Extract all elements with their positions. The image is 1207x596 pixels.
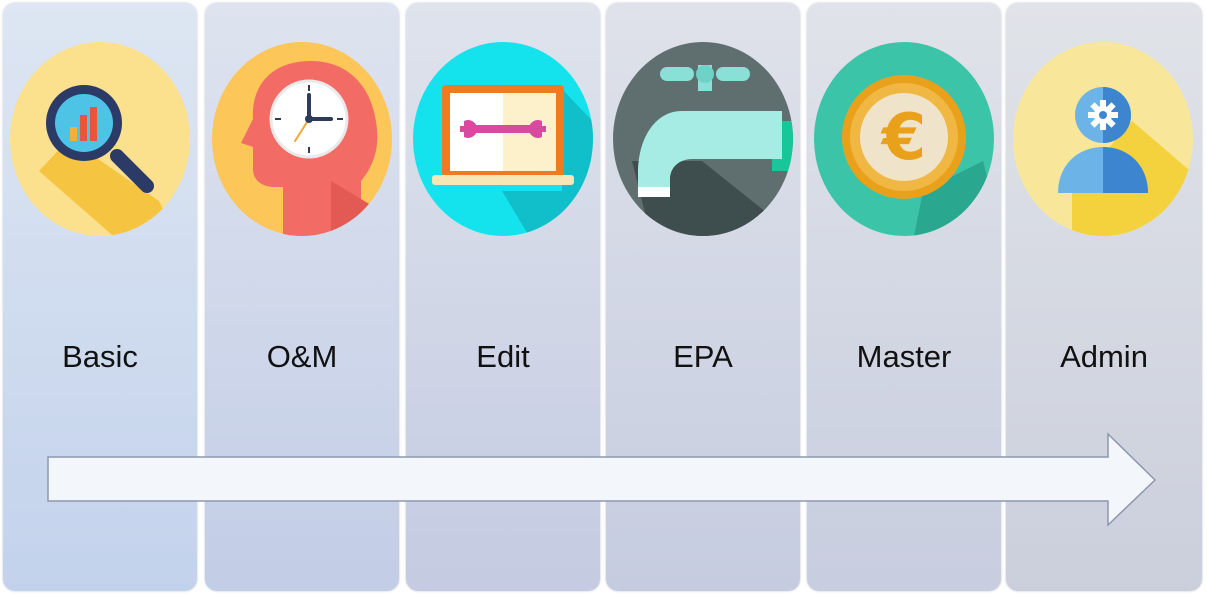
- step-panel-master[interactable]: € Master: [807, 3, 1001, 591]
- user-gear-icon: [1012, 41, 1194, 237]
- head-clock-icon: [211, 41, 393, 237]
- step-panel-epa[interactable]: EPA: [606, 3, 800, 591]
- laptop-wrench-icon: [412, 41, 594, 237]
- euro-coin-icon: €: [813, 41, 995, 237]
- svg-text:€: €: [880, 101, 927, 175]
- step-label: O&M: [266, 339, 338, 374]
- step-label: Basic: [62, 339, 138, 374]
- step-label: Edit: [476, 339, 530, 374]
- step-panel-edit[interactable]: Edit: [406, 3, 600, 591]
- step-label: Master: [856, 339, 952, 374]
- water-tap-icon: [612, 41, 794, 237]
- step-panel-basic[interactable]: Basic: [3, 3, 197, 591]
- step-label: EPA: [673, 339, 733, 374]
- magnifier-chart-icon: [9, 41, 191, 237]
- step-panel-admin[interactable]: Admin: [1006, 3, 1202, 591]
- step-panel-om[interactable]: O&M: [205, 3, 399, 591]
- step-label: Admin: [1060, 339, 1148, 374]
